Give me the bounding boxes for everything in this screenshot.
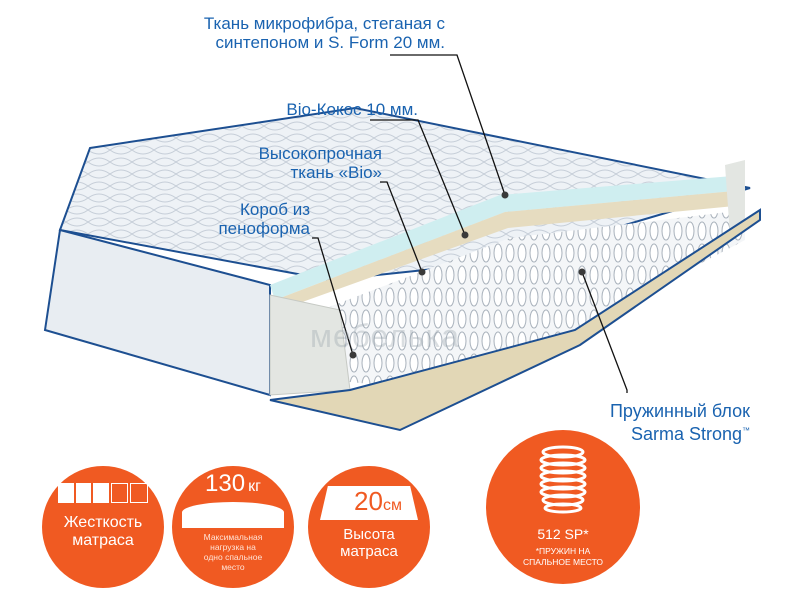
load-unit: кг: [248, 478, 261, 495]
firmness-scale-icon: [58, 483, 148, 503]
height-unit: см: [382, 497, 402, 514]
load-value: 130: [205, 470, 246, 497]
label-line: Sarma Strong: [630, 424, 742, 444]
badge-label: СПАЛЬНОЕ МЕСТО: [522, 557, 604, 567]
badge-label: *ПРУЖИН НА: [535, 546, 591, 556]
label-foam: Короб из пеноформа: [218, 200, 310, 238]
label-line: Ткань микрофибра, стеганая с: [203, 14, 445, 33]
label-line: ткань «Bio»: [290, 163, 383, 182]
microfiber-layer: [270, 175, 745, 300]
badge-label: Высота: [343, 526, 395, 543]
bottom-layer: [269, 208, 761, 432]
badge-label: место: [221, 562, 245, 572]
badge-label: Максимальная: [203, 532, 263, 542]
load-curve-icon: [182, 502, 284, 528]
label-line: Высокопрочная: [258, 144, 382, 163]
label-line: Пружинный блок: [609, 401, 750, 421]
label-line: синтепоном и S. Form 20 мм.: [215, 33, 445, 52]
badge-label: нагрузка на: [210, 542, 256, 552]
badge-label: матраса: [340, 543, 398, 560]
label-line: пеноформа: [218, 219, 310, 238]
spring-coil-icon: [539, 445, 587, 514]
badge-label: Жесткость: [63, 514, 143, 531]
watermark: мебелька: [310, 318, 460, 354]
badge-height: 20см Высота матраса: [308, 466, 430, 588]
height-ruler-icon: [320, 486, 418, 520]
badge-label: одно спальное: [203, 552, 263, 562]
height-value: 20: [354, 486, 383, 516]
label-microfiber: Ткань микрофибра, стеганая с синтепоном …: [204, 14, 445, 52]
springs-value: 512 SP*: [537, 526, 589, 542]
coconut-layer: [275, 190, 745, 310]
badge-springs: 512 SP* *ПРУЖИН НА СПАЛЬНОЕ МЕСТО: [486, 430, 640, 584]
badge-label: матраса: [72, 532, 134, 549]
label-line: Короб из: [239, 200, 310, 219]
trademark: ™: [742, 426, 750, 435]
badge-firmness: Жесткость матраса: [42, 466, 164, 588]
leader-lines: [312, 54, 628, 393]
label-spring-block: Пружинный блок Sarma Strong™: [610, 401, 750, 444]
foam-box-right: [725, 160, 745, 235]
spring-block: [300, 210, 745, 390]
label-coconut: Bio-Кокос 10 мм.: [286, 100, 418, 119]
label-fabric: Высокопрочная ткань «Bio»: [259, 144, 382, 182]
annotation-dots: [349, 191, 586, 359]
